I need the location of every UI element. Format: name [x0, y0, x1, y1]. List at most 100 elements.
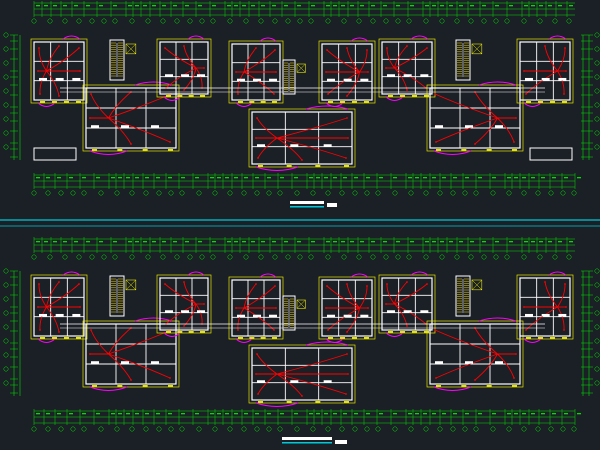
outlet-symbol [273, 93, 275, 95]
outlet-symbol [255, 47, 257, 49]
dimension-text-mark [492, 177, 496, 179]
window-mark [92, 385, 97, 387]
axis-bubble [454, 254, 460, 260]
axis-bubble [423, 18, 429, 24]
dimension-text-mark [44, 5, 48, 7]
dimension-text-mark [234, 177, 238, 179]
axis-bubble [535, 426, 541, 432]
dimension-text-mark [234, 241, 238, 243]
axis-bubble [341, 18, 347, 24]
axis-bubble [548, 190, 554, 196]
window-mark [200, 95, 205, 97]
dimension-text-mark [326, 5, 330, 7]
apartment-unit [516, 271, 574, 343]
axis-bubble [112, 254, 118, 260]
outlet-symbol [346, 95, 348, 97]
wiring-run [276, 137, 303, 161]
outlet-symbol [90, 329, 92, 331]
room-tag [465, 361, 473, 364]
dimension-text-mark [168, 177, 172, 179]
dimension-text-mark [225, 413, 229, 415]
dimension-text-mark [482, 5, 486, 7]
dimension-strip [31, 173, 581, 196]
dimension-text-mark [280, 177, 284, 179]
dimension-text-mark [135, 5, 139, 7]
dimension-text-mark [522, 413, 526, 415]
wiring-run [359, 285, 368, 309]
window-mark [526, 101, 531, 103]
wiring-run [346, 307, 360, 333]
unit-outline [516, 274, 574, 340]
axis-bubble [266, 190, 272, 196]
outlet-symbol [203, 67, 205, 69]
outlet-symbol [426, 283, 428, 285]
dimension-text-mark [449, 241, 453, 243]
unit-exterior-wall [381, 277, 433, 331]
dimension-text-mark [309, 177, 313, 179]
axis-bubble [227, 18, 233, 24]
wiring-run [257, 373, 278, 395]
window-mark [168, 385, 173, 387]
balcony [548, 271, 567, 276]
wiring-run [108, 117, 171, 143]
axis-bubble [594, 380, 600, 386]
dimension-text-mark [360, 5, 364, 7]
axis-bubble [364, 426, 370, 432]
room-tag [327, 314, 335, 318]
outlet-symbol [564, 47, 566, 49]
balcony [350, 273, 369, 278]
axis-bubble [423, 254, 429, 260]
dimension-text-mark [162, 5, 166, 7]
axis-bubble [254, 190, 260, 196]
axis-bubble [325, 254, 331, 260]
window-mark [328, 101, 333, 103]
axis-bubble [227, 190, 233, 196]
window-mark [344, 165, 349, 167]
outlet-symbol [39, 93, 41, 95]
axis-bubble [395, 254, 401, 260]
outlet-symbol [39, 329, 41, 331]
axis-bubble [537, 18, 543, 24]
room-tag [360, 314, 369, 318]
wiring-run [108, 327, 132, 355]
window-mark [142, 149, 148, 151]
unit-outline [378, 38, 436, 98]
dimension-text-mark [442, 413, 446, 415]
dimension-text-mark [470, 241, 474, 243]
dimension-text-mark [261, 241, 265, 243]
axis-bubble [364, 190, 370, 196]
unit-exterior-wall [321, 279, 373, 337]
axis-bubble [406, 18, 412, 24]
dimension-text-mark [408, 413, 412, 415]
dimension-text-mark [126, 177, 130, 179]
axis-bubble [89, 18, 95, 24]
wiring-run [38, 47, 47, 72]
outlet-symbol [327, 329, 329, 331]
dimension-text-mark [350, 241, 354, 243]
outlet-symbol [523, 70, 525, 72]
dimension-text-mark [294, 177, 298, 179]
axis-bubble [187, 254, 193, 260]
outlet-symbol [434, 329, 436, 331]
outlet-symbol [79, 70, 81, 72]
balcony [187, 35, 205, 40]
outlet-symbol [474, 379, 476, 381]
dimension-text-mark [459, 5, 463, 7]
axis-bubble [423, 190, 429, 196]
unit-outline [82, 84, 180, 152]
wiring-run [394, 283, 428, 305]
unit-outline [30, 38, 88, 104]
window-mark [315, 165, 321, 167]
outlet-symbol [565, 306, 567, 308]
dimension-text-mark [297, 241, 301, 243]
dimension-text-mark [217, 177, 221, 179]
stair-wall [282, 295, 296, 331]
balcony [37, 102, 56, 107]
wiring-run [557, 306, 565, 331]
stair-wall [455, 39, 471, 81]
axis-bubble [168, 426, 174, 432]
unit-exterior-wall [231, 279, 281, 337]
dimension-text-mark [284, 241, 288, 243]
room-tag [181, 310, 189, 313]
